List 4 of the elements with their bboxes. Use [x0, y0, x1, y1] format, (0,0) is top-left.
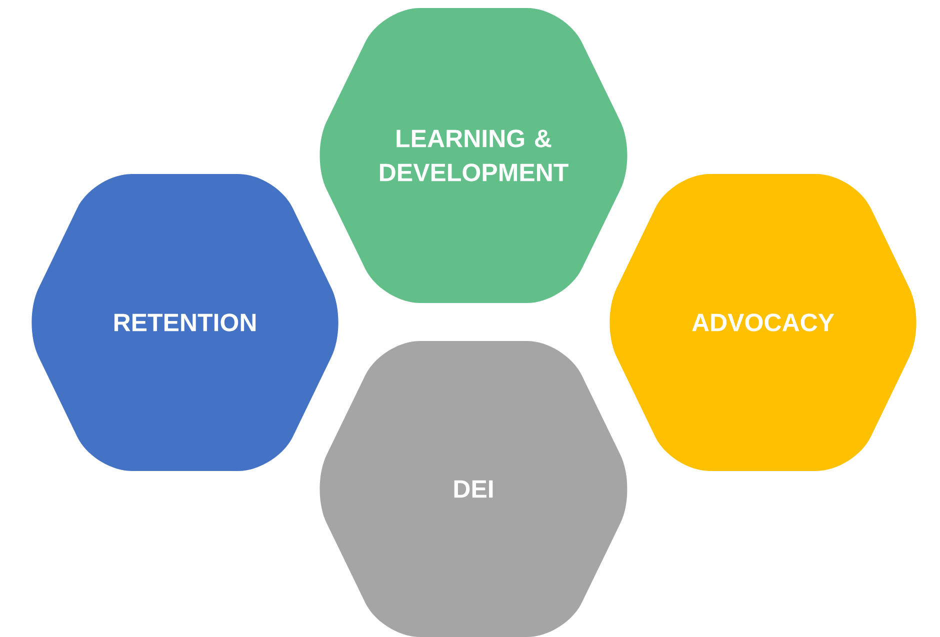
hexagon: DEI: [320, 341, 628, 637]
hexagon: ADVOCACY: [610, 174, 916, 471]
hexagon: RETENTION: [32, 174, 338, 471]
hexagon: LEARNING & DEVELOPMENT: [320, 8, 628, 303]
